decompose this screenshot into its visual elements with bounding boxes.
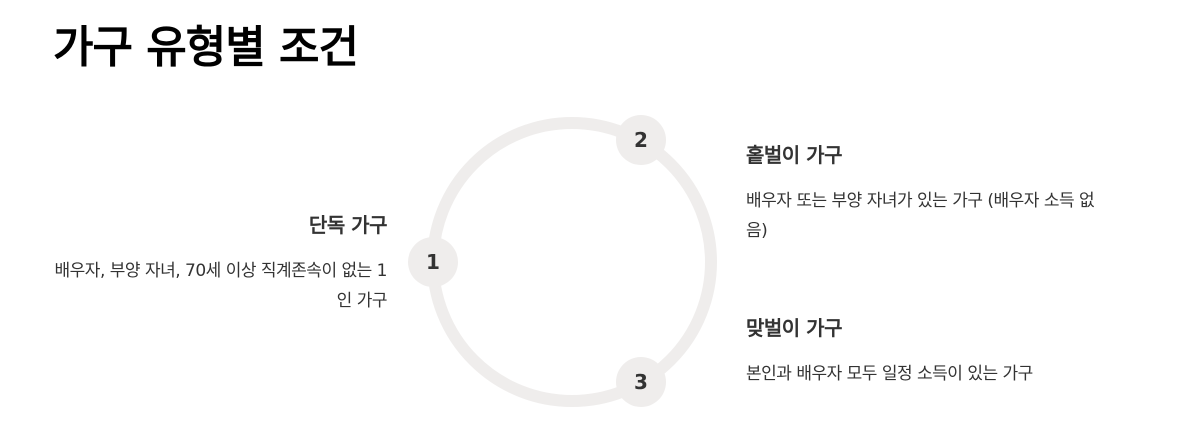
step-3-block: 맞벌이 가구 본인과 배우자 모두 일정 소득이 있는 가구: [746, 315, 1106, 389]
step-3-badge: 3: [616, 357, 666, 407]
page-title: 가구 유형별 조건: [53, 22, 359, 73]
step-3-number: 3: [634, 370, 648, 394]
step-1-title: 단독 가구: [308, 213, 388, 237]
step-2-title: 홑벌이 가구: [746, 143, 842, 167]
step-3-title: 맞벌이 가구: [746, 316, 842, 340]
step-2-badge: 2: [616, 115, 666, 165]
step-1-block: 단독 가구 배우자, 부양 자녀, 70세 이상 직계존속이 없는 1인 가구: [47, 212, 388, 316]
step-2-number: 2: [634, 128, 648, 152]
step-1-badge: 1: [408, 237, 458, 287]
step-3-description: 본인과 배우자 모두 일정 소득이 있는 가구: [746, 364, 1033, 384]
step-1-number: 1: [426, 250, 440, 274]
step-2-block: 홑벌이 가구 배우자 또는 부양 자녀가 있는 가구 (배우자 소득 없음): [746, 142, 1106, 246]
step-2-description: 배우자 또는 부양 자녀가 있는 가구 (배우자 소득 없음): [746, 191, 1095, 241]
step-1-description: 배우자, 부양 자녀, 70세 이상 직계존속이 없는 1인 가구: [54, 261, 388, 311]
